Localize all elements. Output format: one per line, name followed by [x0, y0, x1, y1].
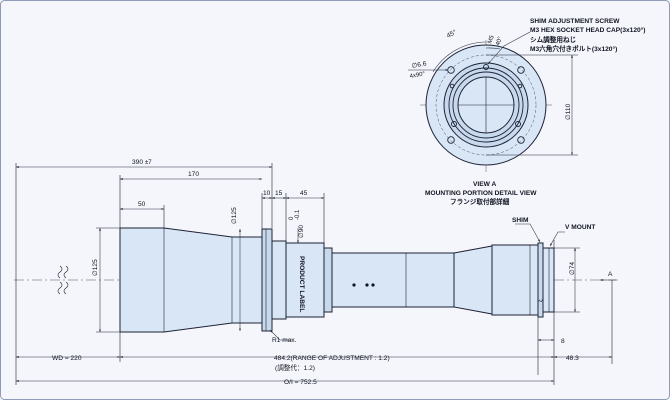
shim-leader [515, 223, 541, 243]
callout-line3: シム調整用ねじ [530, 35, 576, 44]
dia125-left-text: ∅125 [92, 259, 99, 276]
v-mount [542, 247, 555, 313]
dia110-text: ∅110 [565, 103, 572, 120]
dim-45-text: 45 [300, 190, 308, 197]
dim-8-text: 8 [561, 338, 565, 345]
screw-dot [365, 283, 369, 287]
bore-ring-1 [448, 67, 524, 143]
adjust-jp-text: (調整代：1.2) [275, 363, 315, 372]
angle-45-arc [432, 41, 487, 73]
angle-40-text: 40° [495, 36, 504, 47]
shim-screw [451, 121, 457, 127]
screw-dot [371, 283, 375, 287]
screw-dot [352, 283, 356, 287]
rear-cone [453, 245, 493, 315]
view-a-letter: A [608, 271, 613, 278]
mounting-flange [261, 228, 273, 332]
dim-390-text: 390 [132, 159, 143, 166]
step-ring [323, 247, 333, 313]
dim-50-text: 50 [138, 201, 146, 208]
shim-screw [517, 83, 523, 89]
shim-screw [449, 83, 455, 89]
dia90-tol-top: 0 [289, 216, 295, 220]
d48-text: 48.3 [566, 355, 579, 362]
mount-hole [517, 136, 525, 144]
dim-390-tol: ±7 [145, 160, 152, 166]
break-mark [57, 265, 69, 295]
rear-barrel [491, 244, 539, 316]
side-view: PRODUCT LABEL ξ 390 ±7 170 [14, 159, 620, 386]
screw-leader [487, 31, 531, 65]
view-a-jp-title: フランジ取付部詳細 [450, 197, 510, 206]
dim-15-text: 15 [275, 190, 283, 197]
flange-neck [271, 240, 287, 320]
oi-text: O/I = 752.5 [284, 379, 317, 386]
angle-45-text: 45° [445, 28, 458, 40]
hole-dia-text: ∅6.6 [411, 60, 427, 70]
view-a-title: VIEW A [473, 181, 496, 188]
mount-mark: ξ [538, 299, 544, 302]
m5-text: M5 [487, 34, 496, 45]
dim-170-text: 170 [188, 171, 199, 178]
shim-screw [483, 64, 489, 70]
dia74-text: ∅74 [569, 262, 576, 275]
bore-ring-2 [452, 71, 520, 139]
product-label-text: PRODUCT LABEL [298, 256, 305, 312]
adjust-text: 484.2(RANGE OF ADJUSTMENT : 1.2) [274, 355, 390, 362]
mount-hole [447, 136, 455, 144]
angle-40-arc [485, 47, 501, 50]
dim-10-text: 10 [263, 190, 271, 197]
vmount-leader [549, 231, 565, 247]
callout-line2: M3 HEX SOCKET HEAD CAP(3x120°) [530, 26, 646, 34]
middle-tube [331, 252, 455, 308]
product-label-section [285, 242, 325, 318]
callout-line1: SHIM ADJUSTMENT SCREW [530, 18, 620, 25]
hole-count-text: 4x90° [409, 71, 426, 80]
shim-ring [537, 242, 544, 318]
front-barrel [119, 227, 263, 333]
dia90-tol-bot: -0.1 [295, 209, 301, 220]
wd-text: WD = 220 [52, 355, 82, 362]
shim-screw [515, 121, 521, 127]
r1-text: R1 max. [272, 337, 297, 344]
view-a-subtitle: MOUNTING PORTION DETAIL VIEW [425, 190, 537, 197]
r1-leader [269, 329, 292, 341]
callout-line4: M3六角穴付きボルト(3x120°) [530, 44, 617, 53]
vmount-text: V MOUNT [565, 224, 595, 231]
view-a: 45° M5 40° ∅6.6 4x90° SHIM ADJUSTMENT SC… [408, 18, 646, 206]
dia90-text: ∅90 [298, 225, 305, 238]
shim-text: SHIM [512, 217, 529, 224]
mount-hole [517, 66, 525, 74]
dia125-top-text: ∅125 [231, 207, 238, 224]
